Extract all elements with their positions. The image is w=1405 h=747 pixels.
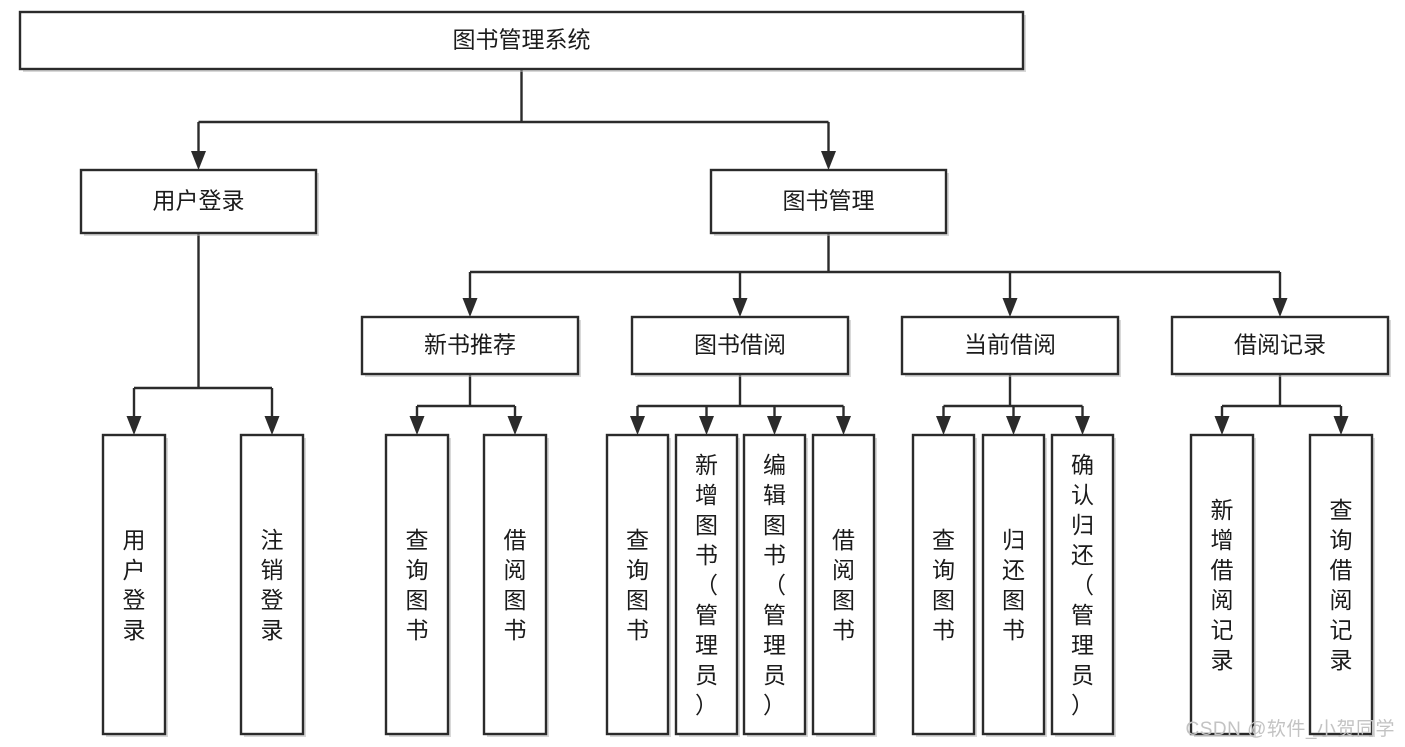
node-box <box>811 433 876 736</box>
node-box <box>384 433 450 736</box>
node-borrow-record[interactable]: 借阅记录 <box>1170 315 1391 377</box>
node-leaf-borrow-book-1[interactable]: 借阅图书 <box>482 433 549 737</box>
node-label: 图书借阅 <box>694 332 786 358</box>
node-leaf-user-login[interactable]: 用户登录 <box>101 433 168 737</box>
arrow-head-icon <box>836 416 851 435</box>
arrow-head-icon <box>767 416 782 435</box>
node-layer: 图书管理系统用户登录图书管理新书推荐图书借阅当前借阅借阅记录用户登录注销登录查询… <box>18 10 1391 737</box>
node-book-manage[interactable]: 图书管理 <box>709 168 949 236</box>
node-root-root[interactable]: 图书管理系统 <box>18 10 1026 72</box>
node-label: 用户登录 <box>153 188 245 214</box>
arrow-head-icon <box>462 298 478 317</box>
node-box <box>1050 433 1115 736</box>
arrow-head-icon <box>936 416 951 435</box>
node-leaf-edit-book-admin[interactable]: 编辑图书（管理员） <box>742 433 808 737</box>
node-leaf-logout[interactable]: 注销登录 <box>239 433 306 737</box>
node-label: 确认归还（管理员） <box>1071 452 1094 718</box>
connector-layer <box>126 69 1349 435</box>
node-label: 借阅图书 <box>504 527 527 643</box>
node-label: 编辑图书（管理员） <box>763 452 786 718</box>
node-leaf-return-book[interactable]: 归还图书 <box>981 433 1047 737</box>
arrow-head-icon <box>1272 298 1288 317</box>
node-leaf-borrow-book-2[interactable]: 借阅图书 <box>811 433 877 737</box>
arrow-head-icon <box>732 298 748 317</box>
arrow-head-icon <box>1075 416 1090 435</box>
node-label: 借阅记录 <box>1234 332 1326 358</box>
node-leaf-add-borrow-record[interactable]: 新增借阅记录 <box>1189 433 1256 737</box>
node-label: 注销登录 <box>261 527 284 643</box>
node-label: 图书管理 <box>783 188 875 214</box>
node-user-login[interactable]: 用户登录 <box>79 168 319 236</box>
arrow-head-icon <box>1006 416 1021 435</box>
node-label: 查询图书 <box>406 527 429 643</box>
node-new-book-recommend[interactable]: 新书推荐 <box>360 315 581 377</box>
arrow-head-icon <box>699 416 714 435</box>
node-box <box>605 433 670 736</box>
node-book-borrow[interactable]: 图书借阅 <box>630 315 851 377</box>
node-label: 查询图书 <box>626 527 649 643</box>
arrow-head-icon <box>821 151 836 170</box>
node-leaf-query-book-3[interactable]: 查询图书 <box>911 433 977 737</box>
node-leaf-confirm-return-admin[interactable]: 确认归还（管理员） <box>1050 433 1116 737</box>
node-label: 查询图书 <box>932 527 955 643</box>
node-box <box>981 433 1046 736</box>
arrow-head-icon <box>507 416 523 435</box>
arrow-head-icon <box>1002 298 1018 317</box>
node-box <box>900 315 1120 376</box>
node-box <box>911 433 976 736</box>
node-label: 用户登录 <box>123 527 146 643</box>
node-label: 图书管理系统 <box>453 27 591 53</box>
arrow-head-icon <box>191 151 206 170</box>
node-label: 当前借阅 <box>964 332 1056 358</box>
arrow-head-icon <box>1214 416 1230 435</box>
node-box <box>1308 433 1374 736</box>
node-box <box>709 168 948 235</box>
arrow-head-icon <box>264 416 280 435</box>
node-box <box>239 433 305 736</box>
node-label: 归还图书 <box>1002 527 1025 643</box>
node-current-borrow[interactable]: 当前借阅 <box>900 315 1121 377</box>
node-leaf-query-book-1[interactable]: 查询图书 <box>384 433 451 737</box>
node-box <box>630 315 850 376</box>
node-label: 新增借阅记录 <box>1211 497 1234 673</box>
node-label: 新书推荐 <box>424 332 516 358</box>
node-leaf-query-book-2[interactable]: 查询图书 <box>605 433 671 737</box>
node-box <box>674 433 739 736</box>
node-box <box>1189 433 1255 736</box>
arrow-head-icon <box>409 416 425 435</box>
node-label: 借阅图书 <box>832 527 855 643</box>
arrow-head-icon <box>1333 416 1349 435</box>
node-leaf-query-borrow-record[interactable]: 查询借阅记录 <box>1308 433 1375 737</box>
node-box <box>79 168 318 235</box>
node-label: 查询借阅记录 <box>1330 497 1353 673</box>
node-box <box>482 433 548 736</box>
arrow-head-icon <box>126 416 142 435</box>
node-box <box>742 433 807 736</box>
node-box <box>18 10 1025 71</box>
arrow-head-icon <box>630 416 645 435</box>
node-box <box>1170 315 1390 376</box>
node-box <box>101 433 167 736</box>
node-label: 新增图书（管理员） <box>695 452 718 718</box>
node-leaf-add-book-admin[interactable]: 新增图书（管理员） <box>674 433 740 737</box>
node-box <box>360 315 580 376</box>
